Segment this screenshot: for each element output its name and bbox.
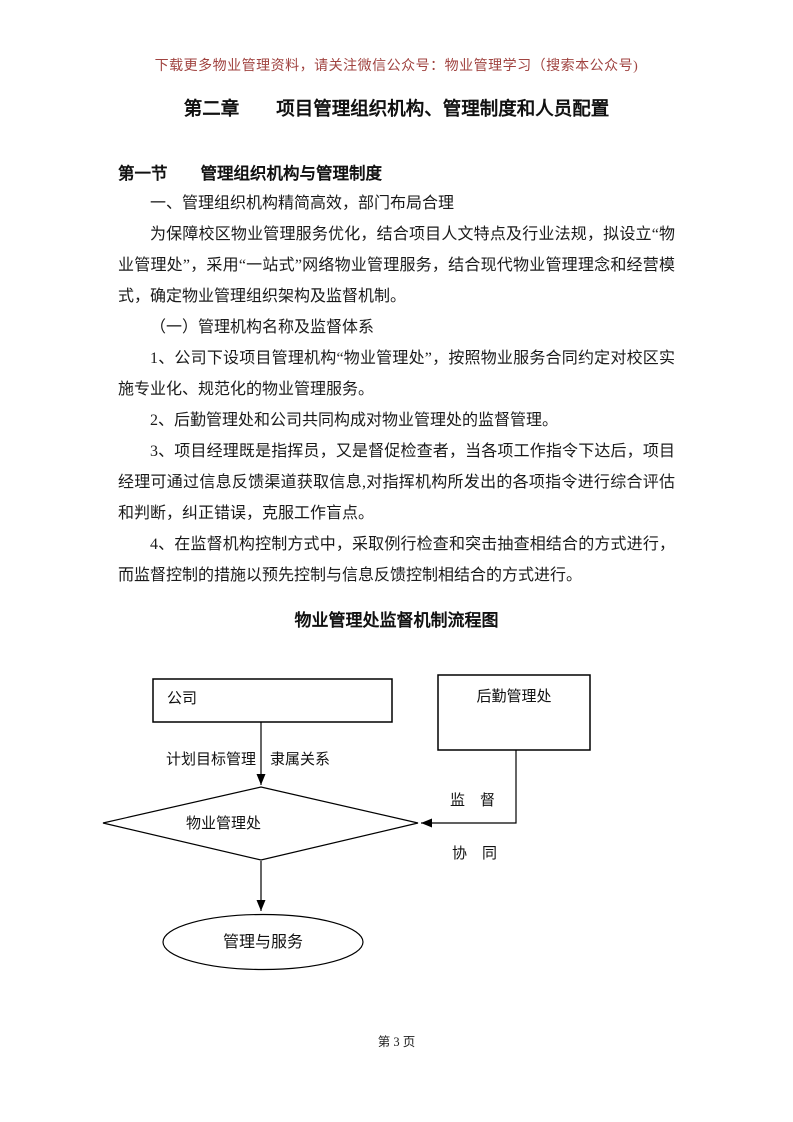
logistics-box-label: 后勤管理处 (476, 689, 552, 705)
paragraph: 4、在监督机构控制方式中，采取例行检查和突击抽查相结合的方式进行，而监督控制的措… (118, 536, 675, 584)
paragraph: 1、公司下设项目管理机构“物业管理处”，按照物业服务合同约定对校区实施专业化、规… (118, 350, 675, 398)
coordinate-label: 协 同 (452, 846, 498, 862)
logistics-box-outline (437, 674, 591, 751)
arrow-logistics-to-diamond (421, 750, 517, 828)
paragraph: （一）管理机构名称及监督体系 (150, 319, 375, 336)
paragraph: 为保障校区物业管理服务优化，结合项目人文特点及行业法规，拟设立“物业管理处”，采… (118, 226, 675, 305)
flowchart-canvas (102, 674, 591, 971)
company-box-label: 公司 (167, 691, 198, 707)
flowchart-title: 物业管理处监督机制流程图 (294, 611, 499, 630)
plan-management-label: 计划目标管理 (166, 752, 257, 768)
subordination-label: 隶属关系 (270, 752, 331, 768)
supervise-label: 监 督 (450, 793, 496, 809)
chapter-title: 第二章 项目管理组织机构、管理制度和人员配置 (183, 100, 610, 120)
page-number: 第 3 页 (377, 1035, 416, 1049)
ellipse-label: 管理与服务 (222, 934, 303, 951)
paragraph: 一、管理组织机构精简高效，部门布局合理 (150, 195, 455, 212)
paragraph: 2、后勤管理处和公司共同构成对物业管理处的监督管理。 (150, 412, 559, 429)
company-box-outline (152, 678, 393, 723)
diamond-label: 物业管理处 (186, 816, 262, 832)
paragraph: 3、项目经理既是指挥员，又是督促检查者，当各项工作指令下达后，项目经理可通过信息… (118, 443, 675, 522)
header-notice: 下载更多物业管理资料，请关注微信公众号：物业管理学习（搜索本公众号) (154, 59, 639, 74)
supervision-flowchart: 公司 后勤管理处 计划目标管理 隶属关系 物业管理处 监 督 协 同 管理与服务 (0, 660, 793, 990)
diamond-shape (102, 786, 419, 861)
body-text: 一、管理组织机构精简高效，部门布局合理 为保障校区物业管理服务优化，结合项目人文… (118, 188, 675, 591)
ellipse-shape (162, 913, 364, 971)
section-title: 第一节 管理组织机构与管理制度 (118, 164, 382, 183)
